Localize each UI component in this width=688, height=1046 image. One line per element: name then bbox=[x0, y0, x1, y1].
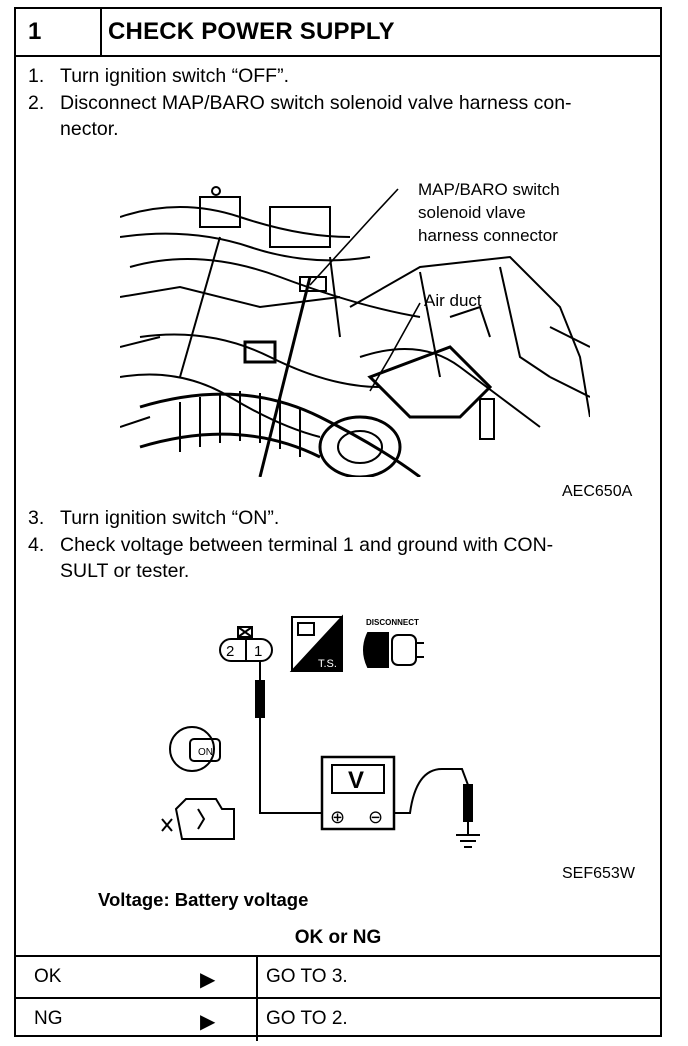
pin-2-label: 2 bbox=[226, 643, 234, 660]
callout-map-baro-line1: MAP/BARO switch bbox=[418, 180, 560, 199]
disconnect-label: DISCONNECT bbox=[366, 618, 419, 627]
procedure-header: 1 CHECK POWER SUPPLY bbox=[16, 9, 660, 57]
step-3-text: Turn ignition switch “ON”. bbox=[60, 507, 280, 529]
result-heading: OK or NG bbox=[294, 927, 382, 948]
voltmeter-icon bbox=[320, 755, 396, 831]
figure-code-sef653w: SEF653W bbox=[562, 865, 635, 882]
step-2-text-line1: Disconnect MAP/BARO switch solenoid valv… bbox=[60, 92, 572, 114]
step-4-text-line1: Check voltage between terminal 1 and gro… bbox=[60, 534, 554, 556]
callout-map-baro-line3: harness connector bbox=[418, 226, 558, 245]
step-1: 1. Turn ignition switch “OFF”. bbox=[28, 63, 648, 89]
engine-bay-illustration: MAP/BARO switch solenoid vlave harness c… bbox=[120, 180, 590, 477]
step-4: 4. Check voltage between terminal 1 and … bbox=[28, 532, 648, 584]
meter-plus-terminal: ⊕ bbox=[330, 807, 345, 827]
pin-1-label: 1 bbox=[254, 643, 262, 660]
row-divider bbox=[256, 999, 258, 1041]
voltage-check-diagram: 2 1 T.S. DISCONNECT ON V ⊕ ⊖ bbox=[161, 614, 480, 848]
step-3-number: 3. bbox=[28, 507, 45, 529]
step-2: 2. Disconnect MAP/BARO switch solenoid v… bbox=[28, 90, 648, 142]
callout-air-duct: Air duct bbox=[424, 291, 482, 310]
result-key-ok: OK bbox=[34, 966, 62, 987]
step-1-text: Turn ignition switch “OFF”. bbox=[60, 65, 289, 87]
step-3: 3. Turn ignition switch “ON”. bbox=[28, 505, 648, 531]
result-action-ok: GO TO 3. bbox=[266, 966, 348, 987]
step-4-text-line2: SULT or tester. bbox=[60, 560, 190, 582]
ignition-on-label: ON bbox=[198, 747, 213, 758]
meter-v-label: V bbox=[348, 767, 364, 794]
step-4-number: 4. bbox=[28, 534, 45, 556]
result-row-ok: OK ▶ GO TO 3. bbox=[16, 955, 660, 999]
result-key-ng: NG bbox=[34, 1008, 63, 1029]
ignition-key-icon bbox=[169, 726, 215, 772]
step-1-number: 1. bbox=[28, 65, 45, 87]
ts-label: T.S. bbox=[318, 658, 337, 670]
arrow-right-icon: ▶ bbox=[200, 1011, 216, 1033]
callout-map-baro-line2: solenoid vlave bbox=[418, 203, 526, 222]
arrow-right-icon: ▶ bbox=[200, 969, 216, 991]
result-action-ng: GO TO 2. bbox=[266, 1008, 348, 1029]
step-2-text-line2: nector. bbox=[60, 118, 119, 140]
result-row-ng: NG ▶ GO TO 2. bbox=[16, 997, 660, 1041]
procedure-frame: 1 CHECK POWER SUPPLY 1. Turn ignition sw… bbox=[14, 7, 662, 1041]
step-2-number: 2. bbox=[28, 92, 45, 114]
figure-code-aec650a: AEC650A bbox=[562, 483, 633, 500]
voltage-spec: Voltage: Battery voltage bbox=[98, 889, 309, 910]
row-divider bbox=[256, 957, 258, 999]
step-number: 1 bbox=[16, 9, 102, 55]
disconnect-icon bbox=[363, 632, 389, 668]
engine-icon bbox=[174, 798, 235, 840]
meter-minus-terminal: ⊖ bbox=[368, 807, 383, 827]
procedure-title: CHECK POWER SUPPLY bbox=[108, 18, 395, 45]
